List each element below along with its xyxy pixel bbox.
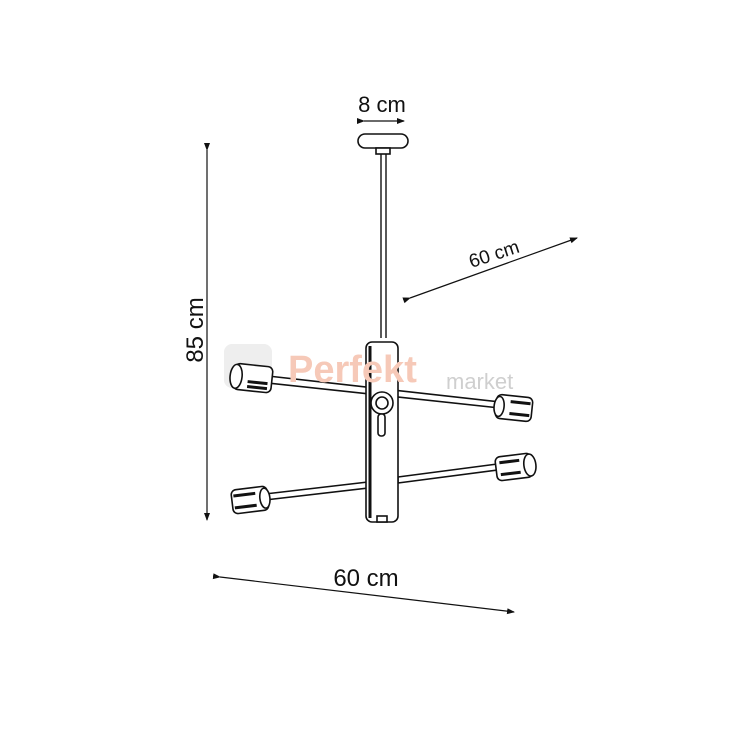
dimension-canopy: 8 cm	[357, 92, 406, 124]
dimension-height: 85 cm	[182, 143, 210, 521]
dimension-width: 60 cm	[212, 565, 515, 615]
watermark-logo: Perfekt market	[288, 349, 513, 394]
central-body	[365, 341, 399, 523]
width-label: 60 cm	[333, 565, 398, 592]
dimension-depth: 60 cm	[402, 237, 578, 304]
bulb-holder-lower-right	[494, 452, 537, 482]
ceiling-canopy	[357, 133, 409, 155]
bulb-holder-lower-left	[230, 485, 271, 515]
watermark-brand: Perfekt	[288, 349, 417, 391]
height-label: 85 cm	[182, 297, 209, 362]
canopy-width-label: 8 cm	[358, 92, 406, 117]
bulb-holder-upper-left	[229, 362, 274, 394]
lamp	[229, 133, 537, 523]
lower-arm-left	[264, 481, 369, 501]
lower-arm-right	[397, 462, 506, 484]
bulb-holder-upper-right	[493, 393, 534, 423]
watermark-suffix: market	[446, 369, 513, 394]
